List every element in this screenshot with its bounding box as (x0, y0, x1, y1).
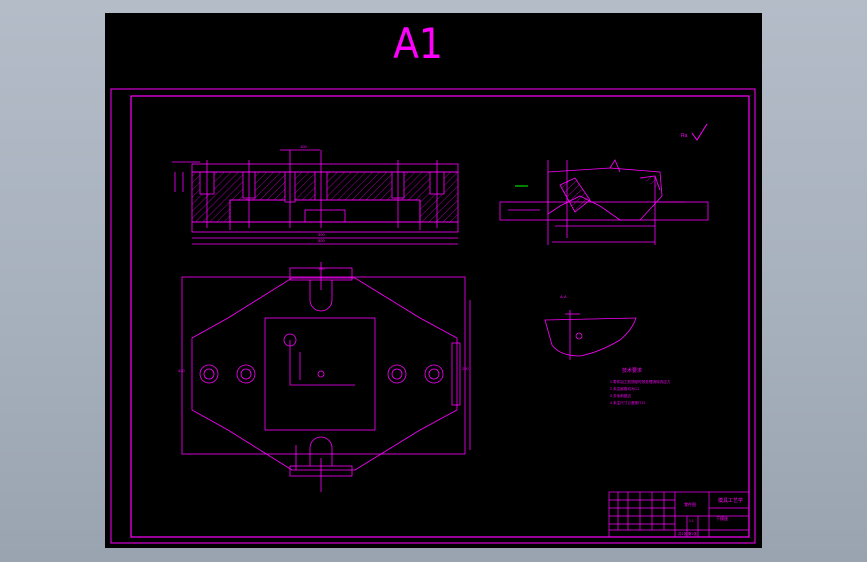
title-block-part-name: 下模座 (716, 515, 728, 521)
plan-dim-left: 420 (178, 368, 185, 373)
plan-view (181, 262, 471, 492)
title-block-subtitle: 零件图 (684, 501, 696, 507)
tech-req-line-3: 3.去毛刺锐边 (610, 393, 631, 398)
title-block (608, 491, 750, 538)
title-block-scale: 1:1 (689, 519, 694, 523)
inner-frame (130, 95, 750, 538)
tech-req-line-4: 4.未注尺寸公差按IT12 (610, 400, 645, 405)
outer-frame (110, 88, 756, 544)
sheet-size-label: A1 (393, 19, 443, 68)
front-dim-top: 100 (300, 144, 307, 149)
title-block-sheet-no: 共1张 第1张 (678, 531, 697, 536)
plan-dim-right: 200 (462, 366, 469, 371)
tech-req-line-1: 1.零件加工前须经时效处理消除内应力 (610, 379, 671, 384)
side-section-view (499, 159, 709, 245)
drawing-canvas (105, 13, 762, 548)
detail-view (544, 310, 637, 360)
front-dim-bottom: 500 (318, 238, 325, 243)
tech-req-heading: 技术要求 (622, 367, 642, 374)
roughness-symbol-icon (691, 123, 708, 141)
front-dim-mid: 300 (318, 232, 325, 237)
roughness-mark: Ra (681, 133, 688, 139)
tech-requirements: 技术要求 1.零件加工前须经时效处理消除内应力 2.未注倒角均为C1 3.去毛刺… (610, 367, 671, 405)
front-section-view (172, 149, 459, 245)
title-block-title: 模具工艺学 (718, 497, 743, 504)
section-mark: A-A (560, 294, 567, 299)
plan-dim-top: 180 (318, 266, 325, 271)
tech-req-line-2: 2.未注倒角均为C1 (610, 386, 639, 391)
